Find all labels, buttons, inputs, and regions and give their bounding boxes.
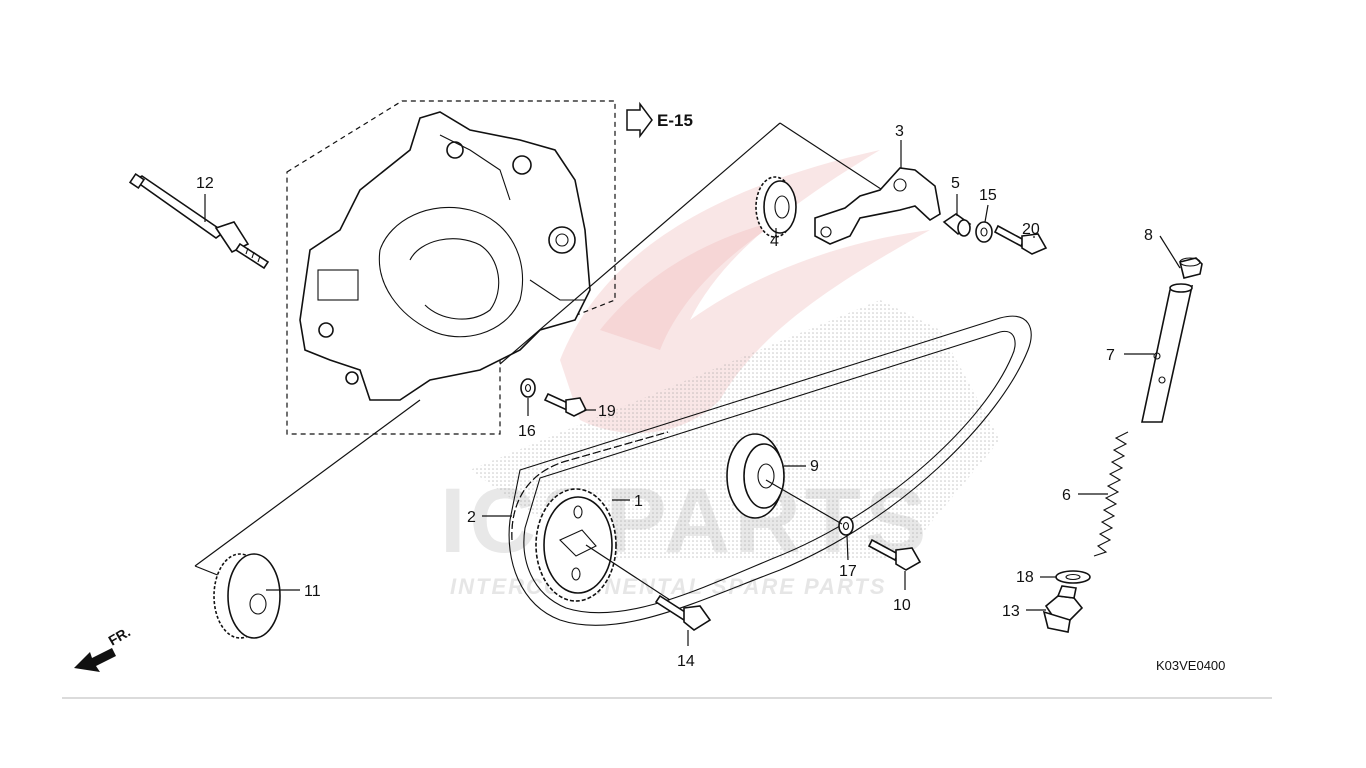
part-label-6: 6 bbox=[1062, 487, 1071, 504]
crankcase bbox=[299, 111, 591, 401]
diagram-code: K03VE0400 bbox=[1156, 658, 1225, 673]
tube-7 bbox=[1141, 283, 1194, 423]
front-direction-arrow: FR. bbox=[74, 623, 133, 672]
arm-3 bbox=[814, 167, 941, 245]
part-label-13: 13 bbox=[1002, 603, 1020, 620]
leader-frame-top bbox=[499, 122, 781, 365]
reference-label: E-15 bbox=[657, 111, 693, 130]
dashed-frame bbox=[286, 100, 616, 435]
part-label-9: 9 bbox=[810, 458, 819, 475]
leader-frame-bottom bbox=[194, 399, 421, 567]
cam-chain-2 bbox=[511, 431, 669, 541]
leader-roller-axis bbox=[765, 479, 843, 525]
washer-17 bbox=[838, 516, 854, 536]
washer-18 bbox=[1055, 570, 1091, 584]
part-label-2: 2 bbox=[467, 509, 476, 526]
plug-13 bbox=[1042, 585, 1084, 633]
washer-17-hole bbox=[842, 521, 850, 531]
front-direction-label: FR. bbox=[106, 623, 134, 648]
part-label-12: 12 bbox=[196, 175, 214, 192]
part-label-18: 18 bbox=[1016, 569, 1034, 586]
part-label-7: 7 bbox=[1106, 347, 1115, 364]
leader-sprocket-bolt bbox=[585, 544, 671, 601]
part-label-17: 17 bbox=[839, 563, 857, 580]
part-label-16: 16 bbox=[518, 423, 536, 440]
watermark-tagline: INTERCONTINENTAL SPARE PARTS bbox=[450, 574, 887, 599]
gear-11 bbox=[213, 553, 281, 639]
washer-15 bbox=[975, 221, 993, 243]
reference-arrow: E-15 bbox=[626, 101, 693, 139]
part-label-3: 3 bbox=[895, 123, 904, 140]
part-label-4: 4 bbox=[770, 233, 779, 250]
leader-17 bbox=[846, 535, 849, 561]
watermark-wing-shape bbox=[560, 150, 930, 434]
part-label-14: 14 bbox=[677, 653, 695, 670]
leader-15 bbox=[984, 204, 989, 223]
part-label-15: 15 bbox=[979, 187, 997, 204]
cap-8 bbox=[1179, 257, 1203, 279]
leader-8 bbox=[1159, 235, 1181, 269]
collar-5 bbox=[942, 213, 972, 237]
watermark-wing-shape-2 bbox=[600, 220, 780, 350]
part-label-5: 5 bbox=[951, 175, 960, 192]
chain-guide bbox=[508, 315, 1032, 626]
bolt-20 bbox=[993, 224, 1048, 255]
part-label-19: 19 bbox=[598, 403, 616, 420]
washer-16 bbox=[520, 378, 536, 398]
bolt-12 bbox=[128, 172, 270, 270]
part-label-8: 8 bbox=[1144, 227, 1153, 244]
part-label-20: 20 bbox=[1022, 221, 1040, 238]
roller-9 bbox=[726, 433, 785, 519]
spring-6 bbox=[1093, 431, 1129, 557]
cam-sprocket-4 bbox=[755, 176, 797, 238]
bolt-10 bbox=[867, 538, 922, 571]
part-label-1: 1 bbox=[634, 493, 643, 510]
sprocket-1 bbox=[535, 488, 617, 602]
bolt-14 bbox=[654, 594, 712, 631]
shading bbox=[470, 300, 1000, 560]
part-label-11: 11 bbox=[304, 583, 321, 600]
bolt-19 bbox=[543, 392, 588, 417]
part-label-10: 10 bbox=[893, 597, 911, 614]
washer-16-hole bbox=[524, 383, 532, 393]
washer-18-hole bbox=[1065, 573, 1081, 581]
washer-15-hole bbox=[980, 227, 988, 237]
